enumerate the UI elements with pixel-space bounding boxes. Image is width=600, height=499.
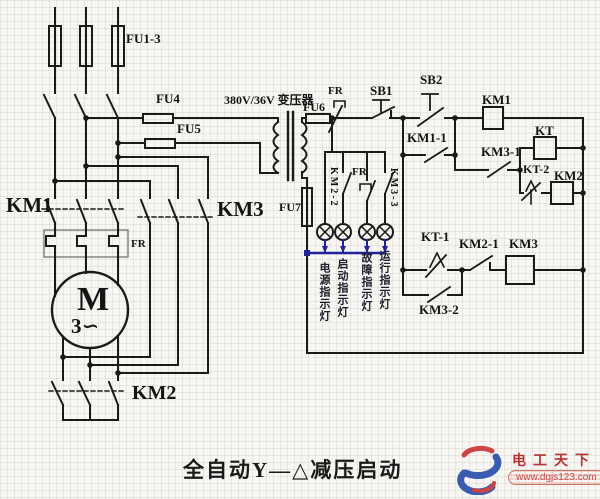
label-fu1-3: FU1-3 xyxy=(126,31,161,46)
km2-coil xyxy=(550,181,584,205)
control-branch-wires xyxy=(331,117,456,271)
label-lamp-power: 电源指示灯 xyxy=(318,262,330,322)
kt-coil xyxy=(519,136,584,171)
label-fu4: FU4 xyxy=(156,91,180,106)
lamp-bus-junctions xyxy=(304,246,388,256)
brand-logo-icon xyxy=(457,445,502,495)
lamp-return-bus xyxy=(305,239,387,255)
brand-name: 电工天下 xyxy=(512,454,596,469)
label-km3-coil: KM3 xyxy=(509,236,538,251)
label-km1-coil: KM1 xyxy=(482,92,511,107)
label-motor-m: M xyxy=(77,281,110,318)
indicator-lamps xyxy=(316,223,394,241)
label-motor-phase: 3∽ xyxy=(71,314,100,338)
watermark: 电工天下 www.dgjs123.com xyxy=(450,441,600,497)
fuse-fu4 xyxy=(85,113,279,124)
label-km3-main: KM3 xyxy=(217,197,264,221)
km3-2-contact xyxy=(402,269,463,304)
label-fr-lamp: FR xyxy=(352,166,367,178)
sb2-start-button xyxy=(416,93,484,128)
label-km1-main: KM1 xyxy=(6,193,53,217)
km1-main-contacts xyxy=(41,198,126,225)
km1-1-contact xyxy=(402,146,456,164)
label-fu7: FU7 xyxy=(279,200,301,214)
transformer xyxy=(272,110,308,187)
km2-1-contact xyxy=(468,254,507,272)
label-km2-2: KM2-2 xyxy=(328,167,339,208)
label-kt-coil: KT xyxy=(535,123,554,138)
label-fu6: FU6 xyxy=(303,100,325,114)
fuse-fu7 xyxy=(301,185,313,354)
brand-url: www.dgjs123.com xyxy=(508,470,600,485)
label-km1-1: KM1-1 xyxy=(407,130,447,145)
label-fu5: FU5 xyxy=(177,121,201,136)
label-km3-1: KM3-1 xyxy=(481,144,521,159)
label-fr-heater: FR xyxy=(131,238,146,250)
sb1-stop-button xyxy=(370,99,420,120)
thermal-relay-heaters xyxy=(43,222,129,297)
fuse-fu1-3 xyxy=(48,25,125,67)
label-km3-3: KM3-3 xyxy=(388,168,399,209)
control-rails xyxy=(306,117,584,354)
diagram-title: 全自动Y—△减压启动 xyxy=(183,458,403,482)
label-km2-coil: KM2 xyxy=(554,168,583,183)
indicator-lamp-branches xyxy=(324,151,395,225)
km3-1-contact xyxy=(454,160,521,179)
km3-feed-wires xyxy=(54,156,209,199)
label-km3-2: KM3-2 xyxy=(419,302,459,317)
label-kt-1: KT-1 xyxy=(421,229,450,244)
kt-2-contact xyxy=(519,169,552,205)
label-kt-2: KT-2 xyxy=(523,162,550,176)
label-fr-top: FR xyxy=(328,85,343,97)
junction-dots xyxy=(52,115,586,376)
km3-main-contacts xyxy=(137,198,214,374)
delta-connection-wires xyxy=(62,356,209,374)
label-transformer: 380V/36V 变压器 xyxy=(224,93,314,107)
label-lamp-fault: 故障指示灯 xyxy=(360,252,372,312)
label-lamp-run: 运行指示灯 xyxy=(378,250,390,310)
fuse-fu5 xyxy=(117,138,279,174)
label-km2-main: KM2 xyxy=(132,382,177,404)
label-lamp-start: 启动指示灯 xyxy=(336,258,348,318)
label-sb2: SB2 xyxy=(420,72,443,87)
km1-coil xyxy=(482,106,584,130)
kt-1-contact xyxy=(402,251,471,279)
km3-coil xyxy=(505,255,584,285)
label-km2-1: KM2-1 xyxy=(459,236,499,251)
km2-main-contacts xyxy=(48,380,126,421)
label-sb1: SB1 xyxy=(370,83,393,98)
